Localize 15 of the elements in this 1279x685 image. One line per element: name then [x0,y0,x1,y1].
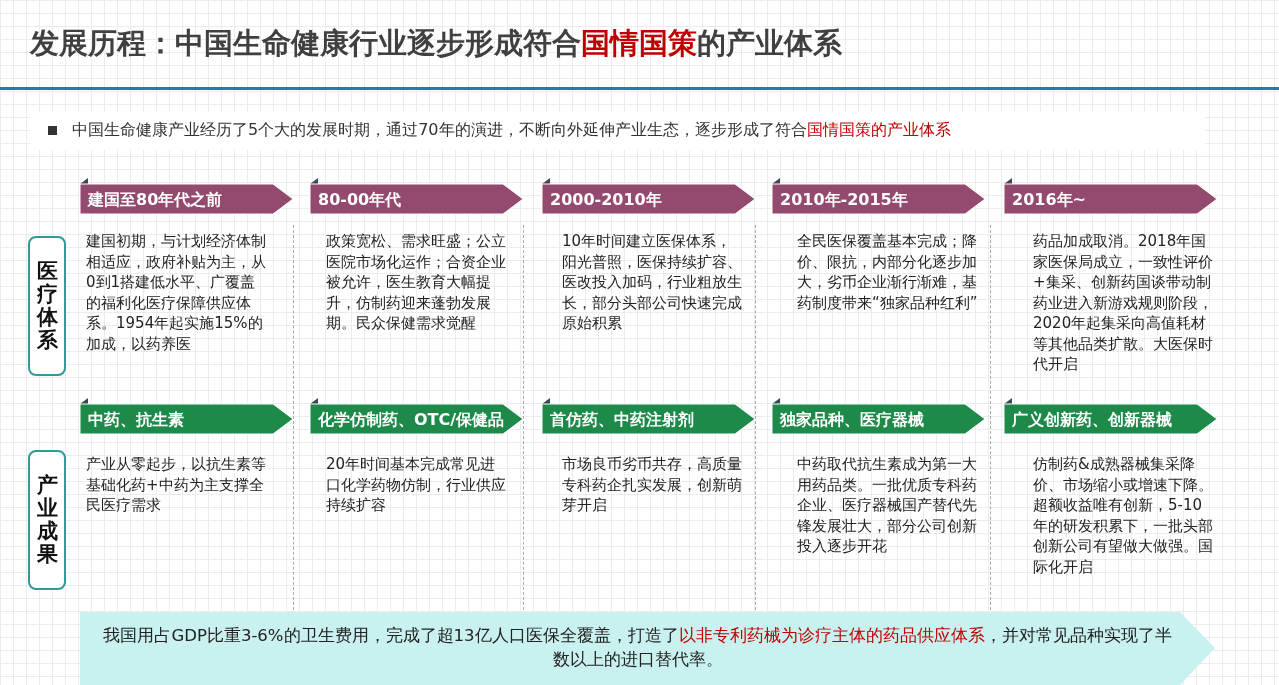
summary-banner: 我国用占GDP比重3-6%的卫生费用，完成了超13亿人口医保全覆盖，打造了以非专利药械为诊疗主体的药品供应体系，并对常见品种实现了半数以上的进口替代率。 [80,612,1215,685]
description-text: 仿制药&成熟器械集采降价、市场缩小或增速下降。超额收益唯有创新，5-10年的研发积累下，一批头部创新公司有望做大做强。国际化开启 [1033,454,1214,577]
description-text: 政策宽松、需求旺盛；公立医院市场化运作；合资企业被允许，医生教育大幅提升，仿制药迎来蓬勃发展期。民众保健需求觉醒 [326,231,507,334]
description-text: 市场良币劣币共存，高质量专科药企扎实发展，创新萌芽开启 [562,454,743,516]
subtitle: 中国生命健康产业经历了5个大的发展时期，通过70年的演进，不断向外延伸产业生态，逐步形成了符合国情国策的产业体系 [72,120,951,141]
description-text: 20年时间基本完成常见进口化学药物仿制，行业供应持续扩容 [326,454,507,516]
row-heading-box: 产业成果 [28,450,66,590]
description-text: 药品加成取消。2018年国家医保局成立，一致性评价+集采、创新药国谈带动制药业进入新游戏规则阶段，2020年起集采向高值耗材等其他品类扩散。大医保时代开启 [1033,231,1214,375]
description-text: 产业从零起步，以抗生素等基础化药+中药为主支撑全民医疗需求 [86,454,267,516]
description-text: 10年时间建立医保体系，阳光普照，医保持续扩容、医改投入加码，行业粗放生长，部分头部公司快速完成原始积累 [562,231,743,334]
description-text: 中药取代抗生素成为第一大用药品类。一批优质专科药企业、医疗器械国产替代先锋发展壮大，部分公司创新投入逐步开花 [797,454,978,557]
description-text: 建国初期，与计划经济体制相适应，政府补贴为主，从0到1搭建低水平、广覆盖的福利化医疗保障供应体系。1954年起实施15%的加成，以药养医 [86,231,267,354]
row-heading-box: 医疗体系 [28,236,66,376]
title: 发展历程：中国生命健康行业逐步形成符合国情国策的产业体系 [30,25,842,62]
description-text: 全民医保覆盖基本完成；降价、限抗，内部分化逐步加大，劣币企业渐行渐难，基药制度带来“独家品种红利” [797,231,979,313]
